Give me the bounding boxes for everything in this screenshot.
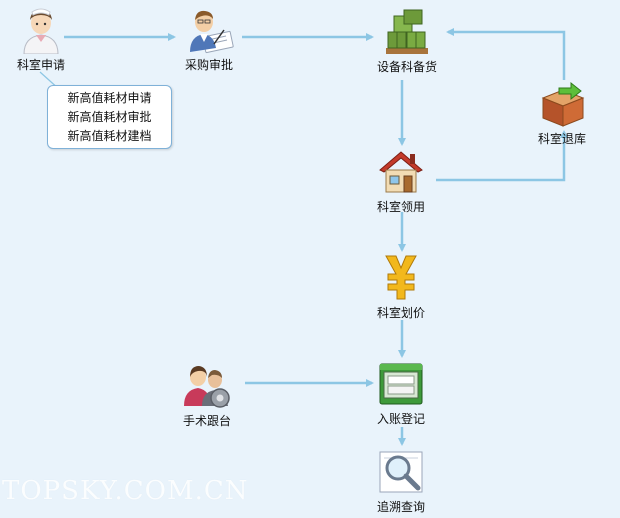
node-dept-receive: 科室领用 (356, 146, 446, 215)
note-line: 新高值耗材申请 (67, 91, 152, 105)
node-surgery-follow: 手术跟台 (162, 360, 252, 429)
arrow-receive-to-return (436, 130, 568, 182)
node-label: 科室划价 (376, 306, 425, 320)
node-dept-return: 科室退库 (517, 78, 607, 147)
note-box: 新高值耗材申请 新高值耗材审批 新高值耗材建档 (47, 85, 172, 149)
house-icon (379, 151, 423, 193)
node-label: 追溯查询 (376, 500, 425, 514)
node-purchase-approve: 采购审批 (164, 4, 254, 73)
approver-icon (190, 10, 234, 54)
node-dept-pricing: 科室划价 (356, 252, 446, 321)
note-line: 新高值耗材审批 (67, 110, 152, 124)
users-icon (184, 366, 230, 408)
node-label: 科室退库 (537, 132, 586, 146)
yen-icon (385, 255, 417, 300)
node-label: 科室申请 (16, 58, 65, 72)
node-trace-query: 追溯查询 (356, 446, 446, 515)
register-box-icon (379, 363, 423, 405)
nurse-icon (23, 8, 59, 54)
node-label: 入账登记 (376, 412, 425, 426)
node-label: 设备科备货 (376, 60, 437, 74)
note-line: 新高值耗材建档 (67, 129, 152, 143)
watermark: TOPSKY.COM.CN (2, 476, 249, 506)
node-label: 手术跟台 (182, 414, 231, 428)
node-dept-apply: 科室申请 (0, 4, 86, 73)
node-entry-register: 入账登记 (356, 358, 446, 427)
arrow-return-to-stock (446, 28, 566, 80)
return-box-icon (541, 81, 585, 127)
node-equip-stock: 设备科备货 (362, 6, 452, 75)
boxes-icon (386, 9, 428, 54)
node-label: 采购审批 (184, 58, 233, 72)
node-label: 科室领用 (376, 200, 425, 214)
magnifier-icon (379, 451, 423, 493)
